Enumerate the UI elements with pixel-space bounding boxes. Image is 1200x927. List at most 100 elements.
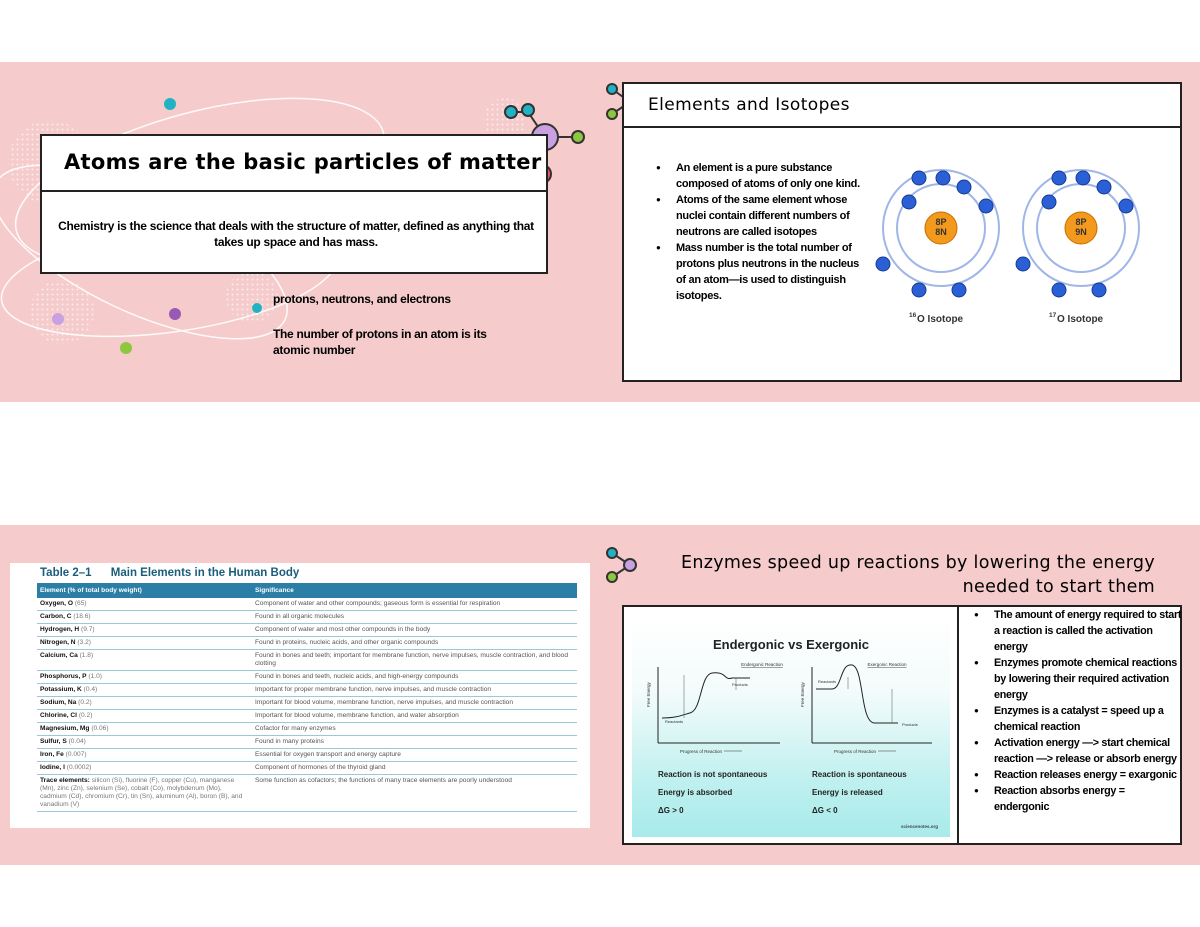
- significance-cell: Some function as cofactors; the function…: [252, 774, 577, 812]
- element-percent: (0.04): [68, 738, 86, 745]
- element-name: Nitrogen, N: [40, 639, 76, 646]
- table-row: Sulfur, S (0.04)Found in many proteins: [37, 735, 577, 749]
- table-caption: Main Elements in the Human Body: [110, 567, 300, 579]
- significance-cell: Component of hormones of the thyroid gla…: [252, 761, 577, 775]
- enzyme-bullets: The amount of energy required to start a…: [960, 607, 1182, 815]
- slide-elements-table: Table 2–1 Main Elements in the Human Bod…: [0, 525, 600, 865]
- element-name: Trace elements:: [40, 777, 90, 784]
- element-percent: (65): [74, 600, 87, 607]
- right-y-axis-label: Free Energy: [800, 681, 805, 707]
- element-cell: Sodium, Na (0.2): [37, 696, 252, 710]
- element-percent: (3.2): [77, 639, 91, 646]
- element-percent: (0.2): [78, 699, 92, 706]
- slide-enzymes: Enzymes speed up reactions by lowering t…: [600, 525, 1200, 865]
- significance-cell: Found in bones and teeth; important for …: [252, 649, 577, 671]
- mass-number: 17: [1049, 312, 1057, 319]
- element-cell: Trace elements: silicon (Si), fluorine (…: [37, 774, 252, 812]
- element-name: Sodium, Na: [40, 699, 77, 706]
- significance-cell: Important for blood volume, membrane fun…: [252, 696, 577, 710]
- isotope-label: O Isotope: [1057, 314, 1104, 324]
- energy-diagram: Endergonic vs Exergonic Endergonic React…: [646, 637, 938, 829]
- element-name: Carbon, C: [40, 613, 72, 620]
- element-name: Chlorine, Cl: [40, 712, 77, 719]
- elements-table-image: Table 2–1 Main Elements in the Human Bod…: [10, 563, 590, 828]
- table-row: Nitrogen, N (3.2)Found in proteins, nucl…: [37, 636, 577, 650]
- table-title: Table 2–1 Main Elements in the Human Bod…: [40, 567, 299, 579]
- purple-dot: [52, 313, 64, 325]
- significance-cell: Important for proper membrane function, …: [252, 683, 577, 697]
- title-bar: Elements and Isotopes: [624, 84, 1180, 128]
- slide-title: Enzymes speed up reactions by lowering t…: [681, 553, 1155, 597]
- element-cell: Nitrogen, N (3.2): [37, 636, 252, 650]
- element-name: Calcium, Ca: [40, 652, 78, 659]
- nucleus-neutrons: 8N: [935, 227, 947, 237]
- diagram-heading: Endergonic vs Exergonic: [713, 637, 869, 652]
- element-percent: (18.6): [73, 613, 91, 620]
- element-percent: (0.4): [83, 686, 98, 693]
- element-percent: (1.0): [88, 673, 102, 680]
- significance-cell: Essential for oxygen transport and energ…: [252, 748, 577, 762]
- left-line-2: Energy is absorbed: [658, 788, 732, 797]
- particles-note: protons, neutrons, and electrons: [273, 292, 451, 306]
- right-x-axis-label: Progress of Reaction: [834, 749, 877, 754]
- nucleus: [924, 211, 958, 245]
- table-row: Oxygen, O (65)Component of water and oth…: [37, 598, 577, 611]
- element-name: Hydrogen, H: [40, 626, 80, 633]
- bullet-item: Mass number is the total number of proto…: [650, 240, 860, 304]
- element-percent: (0.2): [78, 712, 93, 719]
- bullet-item: Atoms of the same element whose nuclei c…: [650, 192, 860, 240]
- table-row: Hydrogen, H (9.7)Component of water and …: [37, 623, 577, 637]
- isotope-bullets: An element is a pure substance composed …: [650, 160, 860, 304]
- column-header: Significance: [252, 583, 577, 598]
- table-row: Trace elements: silicon (Si), fluorine (…: [37, 774, 577, 812]
- left-reactants-label: Reactants: [665, 719, 683, 724]
- molecule-corner-icon: [606, 547, 637, 583]
- table-row: Iodine, I (0.0002)Component of hormones …: [37, 761, 577, 775]
- element-name: Oxygen, O: [40, 600, 73, 607]
- isotope-16-diagram: 8P 8N 16 O Isotope: [875, 169, 1000, 324]
- intro-body-text: Chemistry is the science that deals with…: [58, 219, 534, 249]
- element-cell: Phosphorus, P (1.0): [37, 670, 252, 684]
- green-dot: [120, 342, 132, 354]
- bullet-item: Enzymes is a catalyst = speed up a chemi…: [960, 703, 1182, 735]
- left-plot-caption: Endergonic Reaction: [741, 662, 783, 667]
- element-cell: Iron, Fe (0.007): [37, 748, 252, 762]
- mass-number: 16: [909, 312, 917, 319]
- table-row: Magnesium, Mg (0.06)Cofactor for many en…: [37, 722, 577, 736]
- element-cell: Chlorine, Cl (0.2): [37, 709, 252, 723]
- isotopes-card: Elements and Isotopes An element is a pu…: [622, 82, 1182, 382]
- slide-title: Elements and Isotopes: [648, 95, 850, 115]
- enzymes-card: Endergonic vs Exergonic Endergonic React…: [622, 605, 1182, 845]
- table-row: Phosphorus, P (1.0)Found in bones and te…: [37, 670, 577, 684]
- isotope-label: O Isotope: [917, 314, 964, 324]
- energy-diagram-image: Endergonic vs Exergonic Endergonic React…: [632, 615, 950, 837]
- significance-cell: Found in all organic molecules: [252, 610, 577, 624]
- table-row: Chlorine, Cl (0.2)Important for blood vo…: [37, 709, 577, 723]
- significance-cell: Found in proteins, nucleic acids, and ot…: [252, 636, 577, 650]
- slide-atoms: Chemistry is the science that deals with…: [0, 62, 600, 402]
- table-row: Potassium, K (0.4)Important for proper m…: [37, 683, 577, 697]
- slide-elements-isotopes: Elements and Isotopes An element is a pu…: [600, 62, 1200, 402]
- right-products-label: Products: [902, 722, 918, 727]
- isotope-17-diagram: 8P 9N 17 O Isotope: [1015, 169, 1140, 324]
- element-name: Potassium, K: [40, 686, 82, 693]
- atomic-number-note: The number of protons in an atom is its …: [273, 327, 487, 357]
- element-name: Sulfur, S: [40, 738, 67, 745]
- nucleus-protons: 8P: [935, 217, 946, 227]
- significance-cell: Important for blood volume, membrane fun…: [252, 709, 577, 723]
- violet-dot: [169, 308, 181, 320]
- significance-cell: Component of water and other compounds; …: [252, 598, 577, 611]
- left-y-axis-label: Free Energy: [646, 681, 651, 707]
- isotope-diagram: 8P 8N 16 O Isotope 8P 9N: [875, 169, 1140, 324]
- element-name: Iodine, I: [40, 764, 65, 771]
- element-cell: Oxygen, O (65): [37, 598, 252, 611]
- left-products-label: Products: [732, 682, 748, 687]
- left-x-axis-label: Progress of Reaction: [680, 749, 723, 754]
- element-cell: Potassium, K (0.4): [37, 683, 252, 697]
- right-line-1: Reaction is spontaneous: [812, 770, 907, 779]
- table-body: Oxygen, O (65)Component of water and oth…: [37, 598, 577, 812]
- bullet-item: Enzymes promote chemical reactions by lo…: [960, 655, 1182, 703]
- bullet-item: An element is a pure substance composed …: [650, 160, 860, 192]
- element-name: Iron, Fe: [40, 751, 64, 758]
- element-cell: Iodine, I (0.0002): [37, 761, 252, 775]
